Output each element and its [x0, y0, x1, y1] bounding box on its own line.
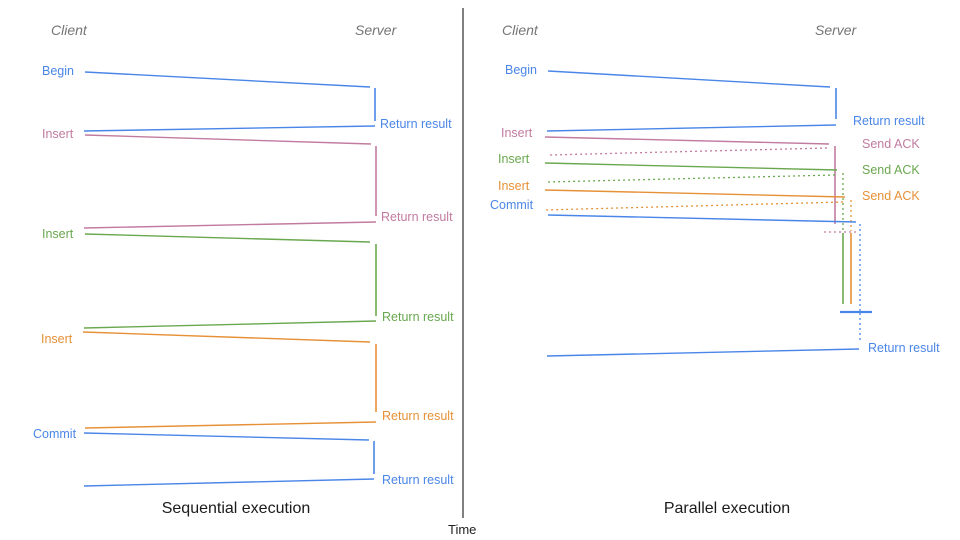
- left-insert2-label: Insert: [42, 227, 74, 241]
- right-insert1-request-arrow: [544, 136, 830, 145]
- right-server-header: Server: [815, 22, 857, 38]
- left-insert2-return-arrow: [83, 320, 377, 329]
- left-insert2-return-label: Return result: [382, 310, 454, 324]
- right-panel-title: Parallel execution: [663, 500, 791, 517]
- left-begin-exchange: [83, 71, 376, 132]
- right-insert2-request-arrow: [544, 162, 838, 171]
- time-axis-label: Time: [448, 522, 477, 537]
- right-insert3-ack-label: Send ACK: [862, 189, 920, 203]
- left-panel-title: Sequential execution: [161, 500, 311, 517]
- left-insert2-exchange: [83, 233, 377, 329]
- right-begin-return-label: Return result: [853, 114, 925, 128]
- left-insert1-request-arrow: [84, 134, 372, 145]
- left-begin-label: Begin: [42, 64, 74, 78]
- left-client-header: Client: [51, 22, 87, 38]
- right-insert2-ack-arrow: [546, 174, 836, 183]
- left-insert1-label: Insert: [42, 127, 74, 141]
- right-insert2-label: Insert: [498, 152, 530, 166]
- right-insert1-exchange: [544, 136, 857, 233]
- right-begin-exchange: [546, 70, 837, 132]
- left-commit-return-arrow: [83, 478, 375, 487]
- left-insert3-return-arrow: [84, 421, 377, 429]
- left-insert3-request-arrow: [82, 331, 371, 343]
- right-commit-request-arrow: [547, 214, 857, 223]
- right-insert3-label: Insert: [498, 179, 530, 193]
- right-commit-return-arrow: [546, 348, 860, 357]
- left-commit-return-label: Return result: [382, 473, 454, 487]
- right-insert3-request-arrow: [544, 189, 846, 198]
- right-insert1-ack-arrow: [548, 147, 828, 156]
- right-insert1-ack-label: Send ACK: [862, 137, 920, 151]
- left-insert3-label: Insert: [41, 332, 73, 346]
- left-begin-return-label: Return result: [380, 117, 452, 131]
- right-insert3-exchange: [543, 189, 852, 304]
- left-insert3-exchange: [82, 331, 377, 429]
- left-commit-exchange: [83, 432, 375, 487]
- right-insert3-ack-arrow: [543, 201, 844, 211]
- right-insert1-label: Insert: [501, 126, 533, 140]
- right-client-header: Client: [502, 22, 538, 38]
- left-insert1-exchange: [83, 134, 377, 229]
- right-insert2-ack-label: Send ACK: [862, 163, 920, 177]
- right-commit-label: Commit: [490, 198, 534, 212]
- right-begin-label: Begin: [505, 63, 537, 77]
- left-begin-request-arrow: [84, 71, 371, 88]
- left-server-header: Server: [355, 22, 397, 38]
- right-begin-request-arrow: [547, 70, 831, 88]
- left-insert1-return-arrow: [83, 221, 377, 229]
- left-insert3-return-label: Return result: [382, 409, 454, 423]
- right-insert2-exchange: [544, 162, 844, 304]
- left-commit-label: Commit: [33, 427, 77, 441]
- left-insert1-return-label: Return result: [381, 210, 453, 224]
- right-commit-return-label: Return result: [868, 341, 940, 355]
- left-commit-request-arrow: [83, 432, 370, 441]
- right-commit-exchange: [546, 214, 872, 357]
- left-begin-return-arrow: [83, 125, 376, 132]
- right-begin-return-arrow: [546, 124, 837, 132]
- left-insert2-request-arrow: [84, 233, 371, 243]
